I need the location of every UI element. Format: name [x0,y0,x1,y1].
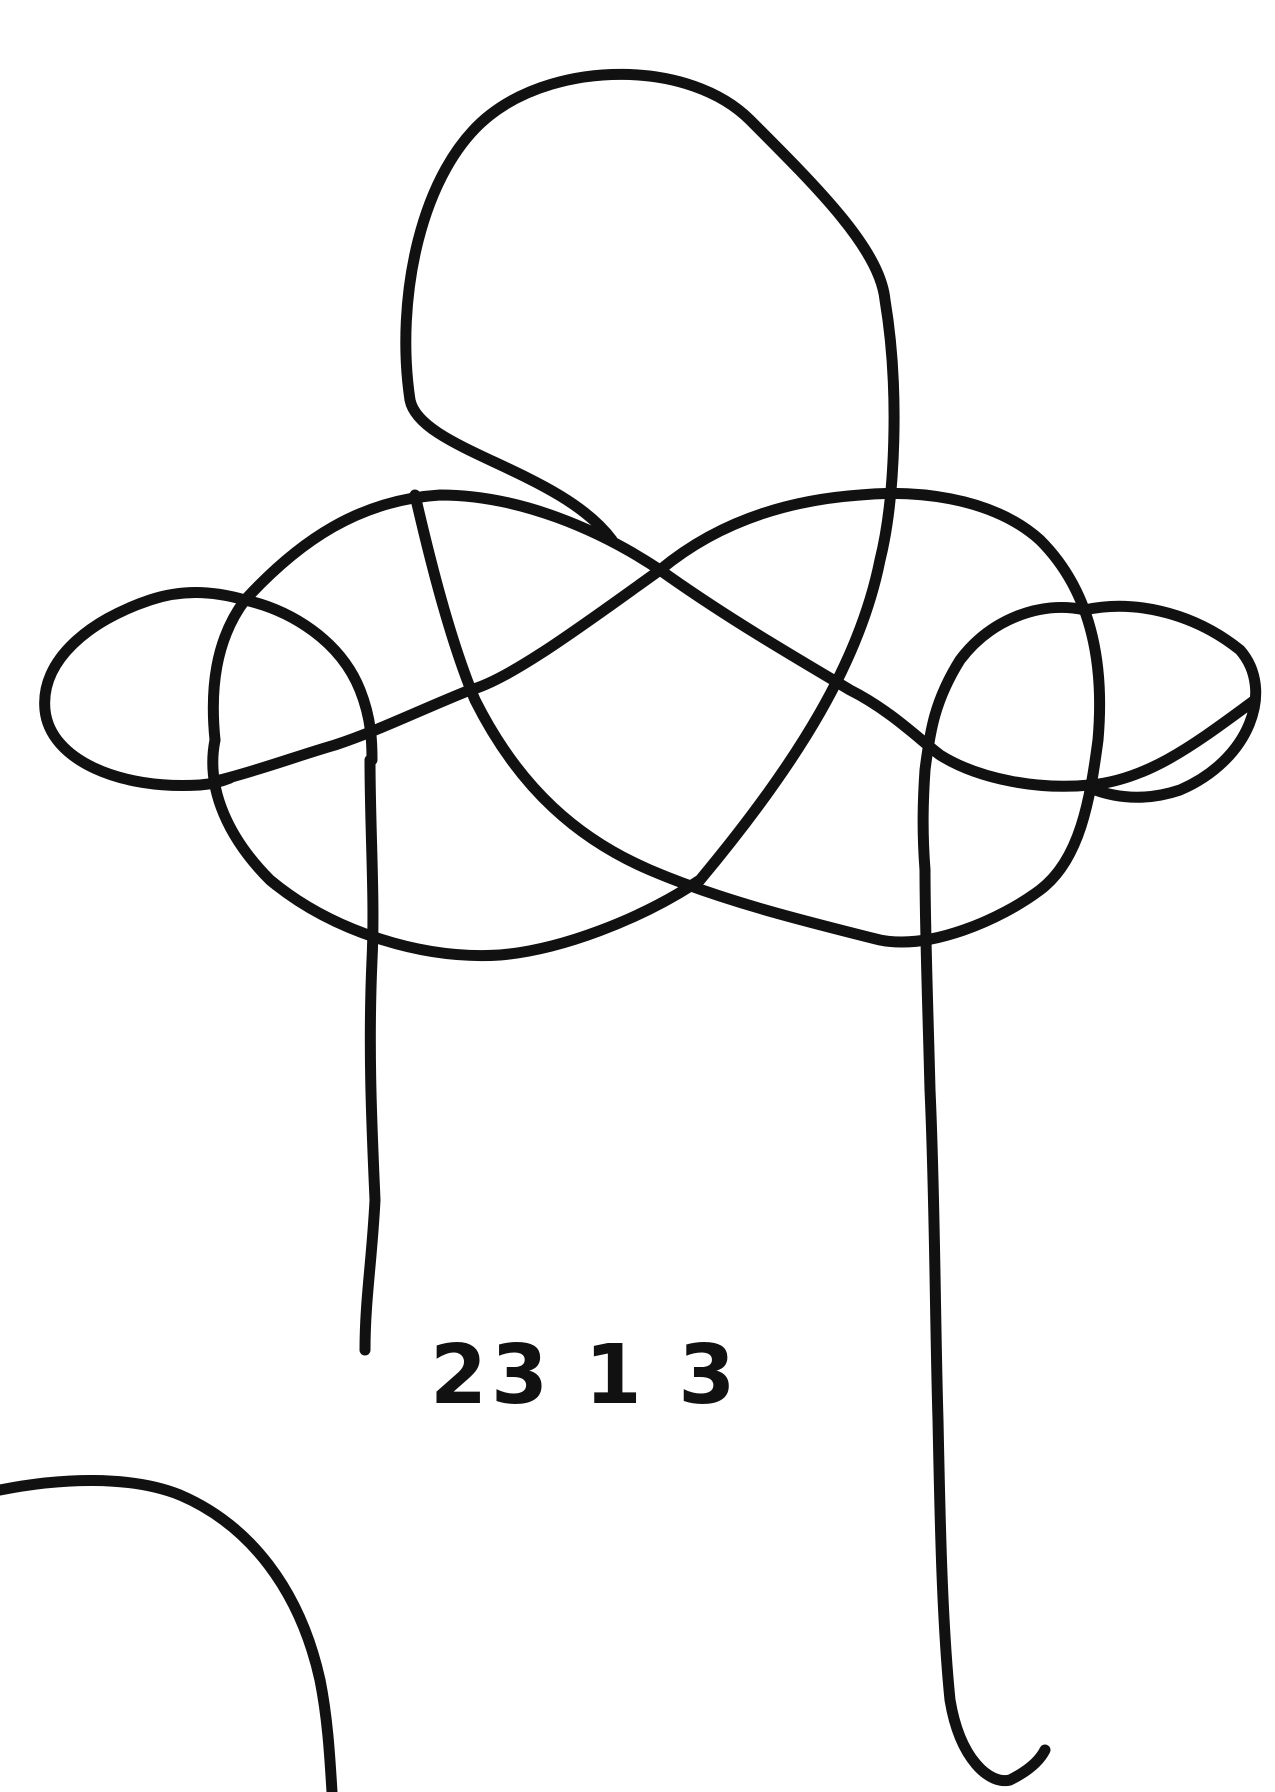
right-small-loop-strand [1085,606,1256,797]
figure-number-label: 23 1 3 [430,1335,790,1417]
right-small-loop-strand [923,607,1085,870]
corner-arc-strand [0,1480,332,1792]
left-large-loop-strand [220,493,1100,942]
right-working-end [925,870,1045,1781]
right-large-loop-strand [245,495,1255,786]
left-standing-end [365,760,375,1350]
